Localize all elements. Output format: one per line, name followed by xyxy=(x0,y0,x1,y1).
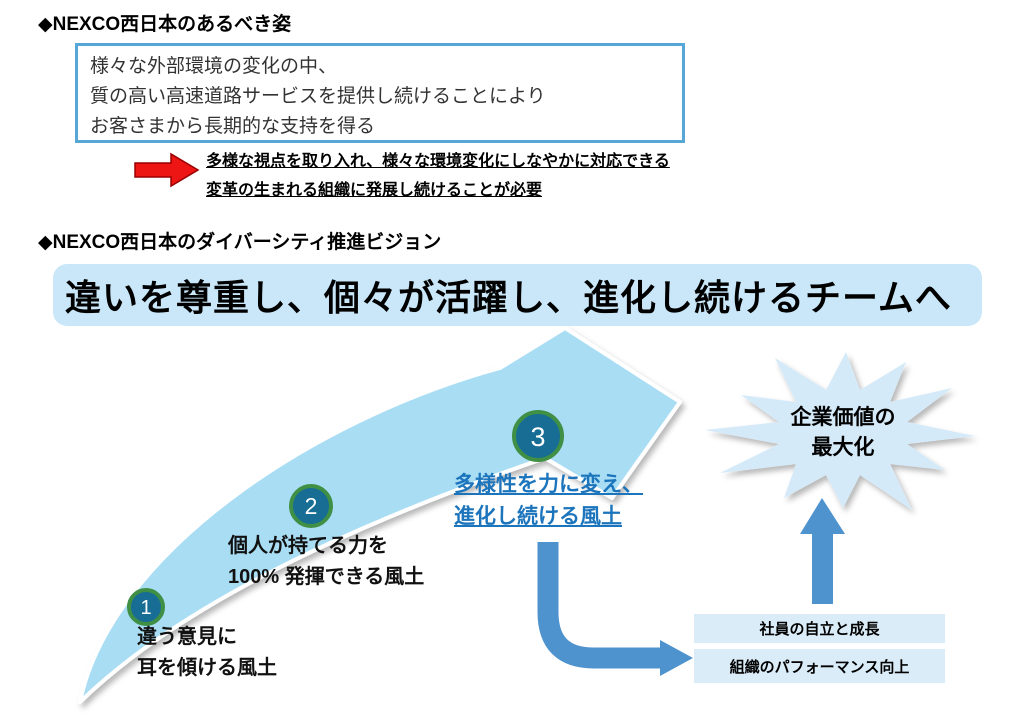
result-box-1-label: 社員の自立と成長 xyxy=(759,621,880,638)
corporate-value-line-1: 企業価値の xyxy=(790,406,896,429)
ideal-state-line-3: お客さまから長期的な支持を得る xyxy=(90,116,376,137)
step-circle-3 xyxy=(512,410,564,462)
up-arrow-head xyxy=(800,498,845,534)
step-1-label-line-1: 違う意見に xyxy=(137,626,237,648)
step-2-label: 個人が持てる力を 100% 発揮できる風土 xyxy=(228,531,424,593)
step-circle-1 xyxy=(127,588,165,626)
elbow-connector-arrow xyxy=(537,542,660,669)
step-3-label-line-1: 多様性を力に変え、 xyxy=(454,473,643,496)
starburst-shape xyxy=(705,352,975,510)
ideal-state-line-1: 様々な外部環境の変化の中、 xyxy=(90,56,338,77)
step-number-2: 2 xyxy=(305,493,318,519)
ideal-state-box: 様々な外部環境の変化の中、 質の高い高速道路サービスを提供し続けることにより お… xyxy=(75,43,685,143)
heading-diversity-vision: ◆NEXCO西日本のダイバーシティ推進ビジョン xyxy=(38,232,442,253)
result-box-2-label: 組織のパフォーマンス向上 xyxy=(729,658,910,676)
step-circle-2 xyxy=(289,484,333,528)
step-2-label-line-1: 個人が持てる力を xyxy=(228,535,388,557)
step-2-label-line-2: 100% 発揮できる風土 xyxy=(228,566,425,588)
corporate-value-line-2: 最大化 xyxy=(811,436,875,459)
result-box-employee-growth: 社員の自立と成長 xyxy=(694,614,945,643)
necessity-line-1: 多様な視点を取り入れ、様々な環境変化にしなやかに対応できる xyxy=(206,153,670,170)
result-box-org-performance: 組織のパフォーマンス向上 xyxy=(694,649,945,683)
step-number-1: 1 xyxy=(140,597,151,619)
heading-ideal-state: ◆NEXCO西日本のあるべき姿 xyxy=(38,14,292,35)
step-1-label: 違う意見に 耳を傾ける風土 xyxy=(137,622,277,684)
necessity-statement: 多様な視点を取り入れ、様々な環境変化にしなやかに対応できる 変革の生まれる組織に… xyxy=(206,147,670,205)
step-3-label: 多様性を力に変え、 進化し続ける風土 xyxy=(454,469,643,533)
elbow-connector-arrowhead xyxy=(660,640,693,676)
ideal-state-line-2: 質の高い高速道路サービスを提供し続けることにより xyxy=(90,86,546,107)
vision-banner-text: 違いを尊重し、個々が活躍し、進化し続けるチームへ xyxy=(65,277,952,318)
red-arrow-icon xyxy=(134,152,200,188)
step-3-label-line-2: 進化し続ける風土 xyxy=(454,505,622,528)
step-1-label-line-2: 耳を傾ける風土 xyxy=(137,657,277,679)
vision-banner: 違いを尊重し、個々が活躍し、進化し続けるチームへ xyxy=(53,264,982,326)
step-number-3: 3 xyxy=(530,422,545,452)
corporate-value-label: 企業価値の 最大化 xyxy=(753,403,933,463)
up-arrow-shaft xyxy=(812,532,833,604)
necessity-line-2: 変革の生まれる組織に発展し続けることが必要 xyxy=(206,182,543,199)
